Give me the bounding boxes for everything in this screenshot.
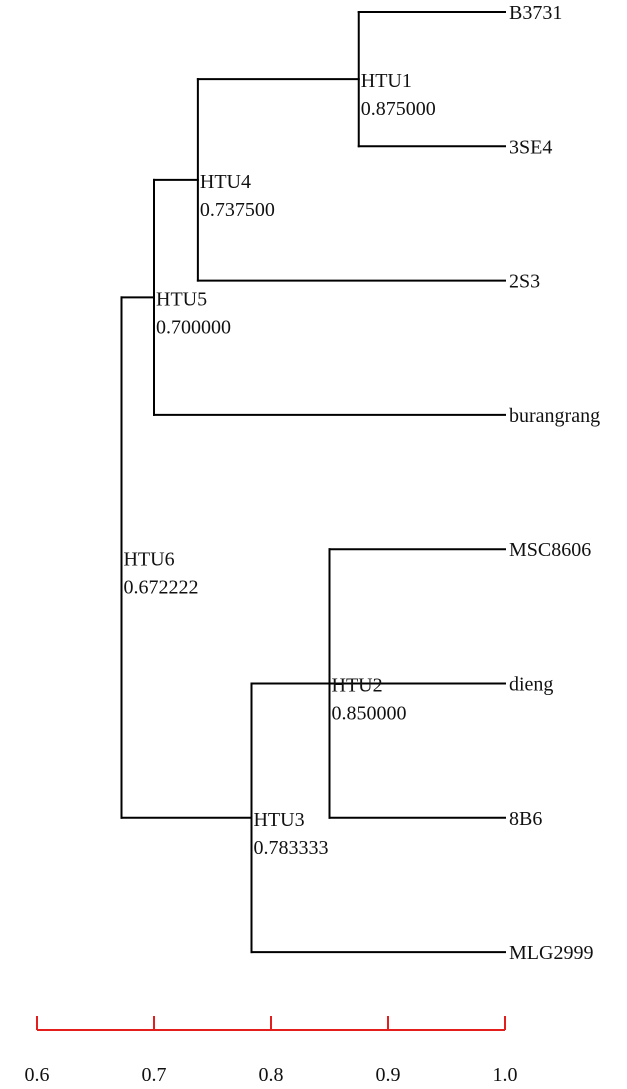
distance-scale-bar: 0.6 0.7 0.8 0.9 1.0 (25, 1016, 518, 1086)
branch-lines (120, 11, 506, 954)
node-value-htu1: 0.875000 (361, 98, 436, 120)
leaf-label-dieng: dieng (509, 674, 553, 696)
leaf-label-2s3: 2S3 (509, 271, 540, 293)
leaf-label-msc8606: MSC8606 (509, 539, 591, 561)
leaf-label-b3731: B3731 (509, 2, 562, 24)
node-value-htu6: 0.672222 (123, 577, 198, 599)
node-value-htu3: 0.783333 (253, 837, 328, 859)
scale-tick-label: 1.0 (493, 1064, 518, 1086)
leaf-label-3se4: 3SE4 (509, 136, 552, 158)
leaf-label-burangrang: burangrang (509, 405, 600, 427)
leaf-label-mlg2999: MLG2999 (509, 942, 593, 964)
node-label-htu5: HTU5 (156, 288, 207, 310)
node-label-htu2: HTU2 (332, 675, 383, 697)
node-label-htu4: HTU4 (200, 171, 251, 193)
node-value-htu2: 0.850000 (332, 703, 407, 725)
node-value-htu4: 0.737500 (200, 199, 275, 221)
node-value-htu5: 0.700000 (156, 316, 231, 338)
node-label-htu1: HTU1 (361, 70, 412, 92)
node-label-htu6: HTU6 (123, 549, 174, 571)
node-label-htu3: HTU3 (253, 809, 304, 831)
scale-tick-label: 0.6 (25, 1064, 50, 1086)
leaf-label-8b6: 8B6 (509, 808, 542, 830)
scale-tick-label: 0.7 (142, 1064, 167, 1086)
scale-tick-label: 0.8 (259, 1064, 284, 1086)
scale-tick-label: 0.9 (376, 1064, 401, 1086)
